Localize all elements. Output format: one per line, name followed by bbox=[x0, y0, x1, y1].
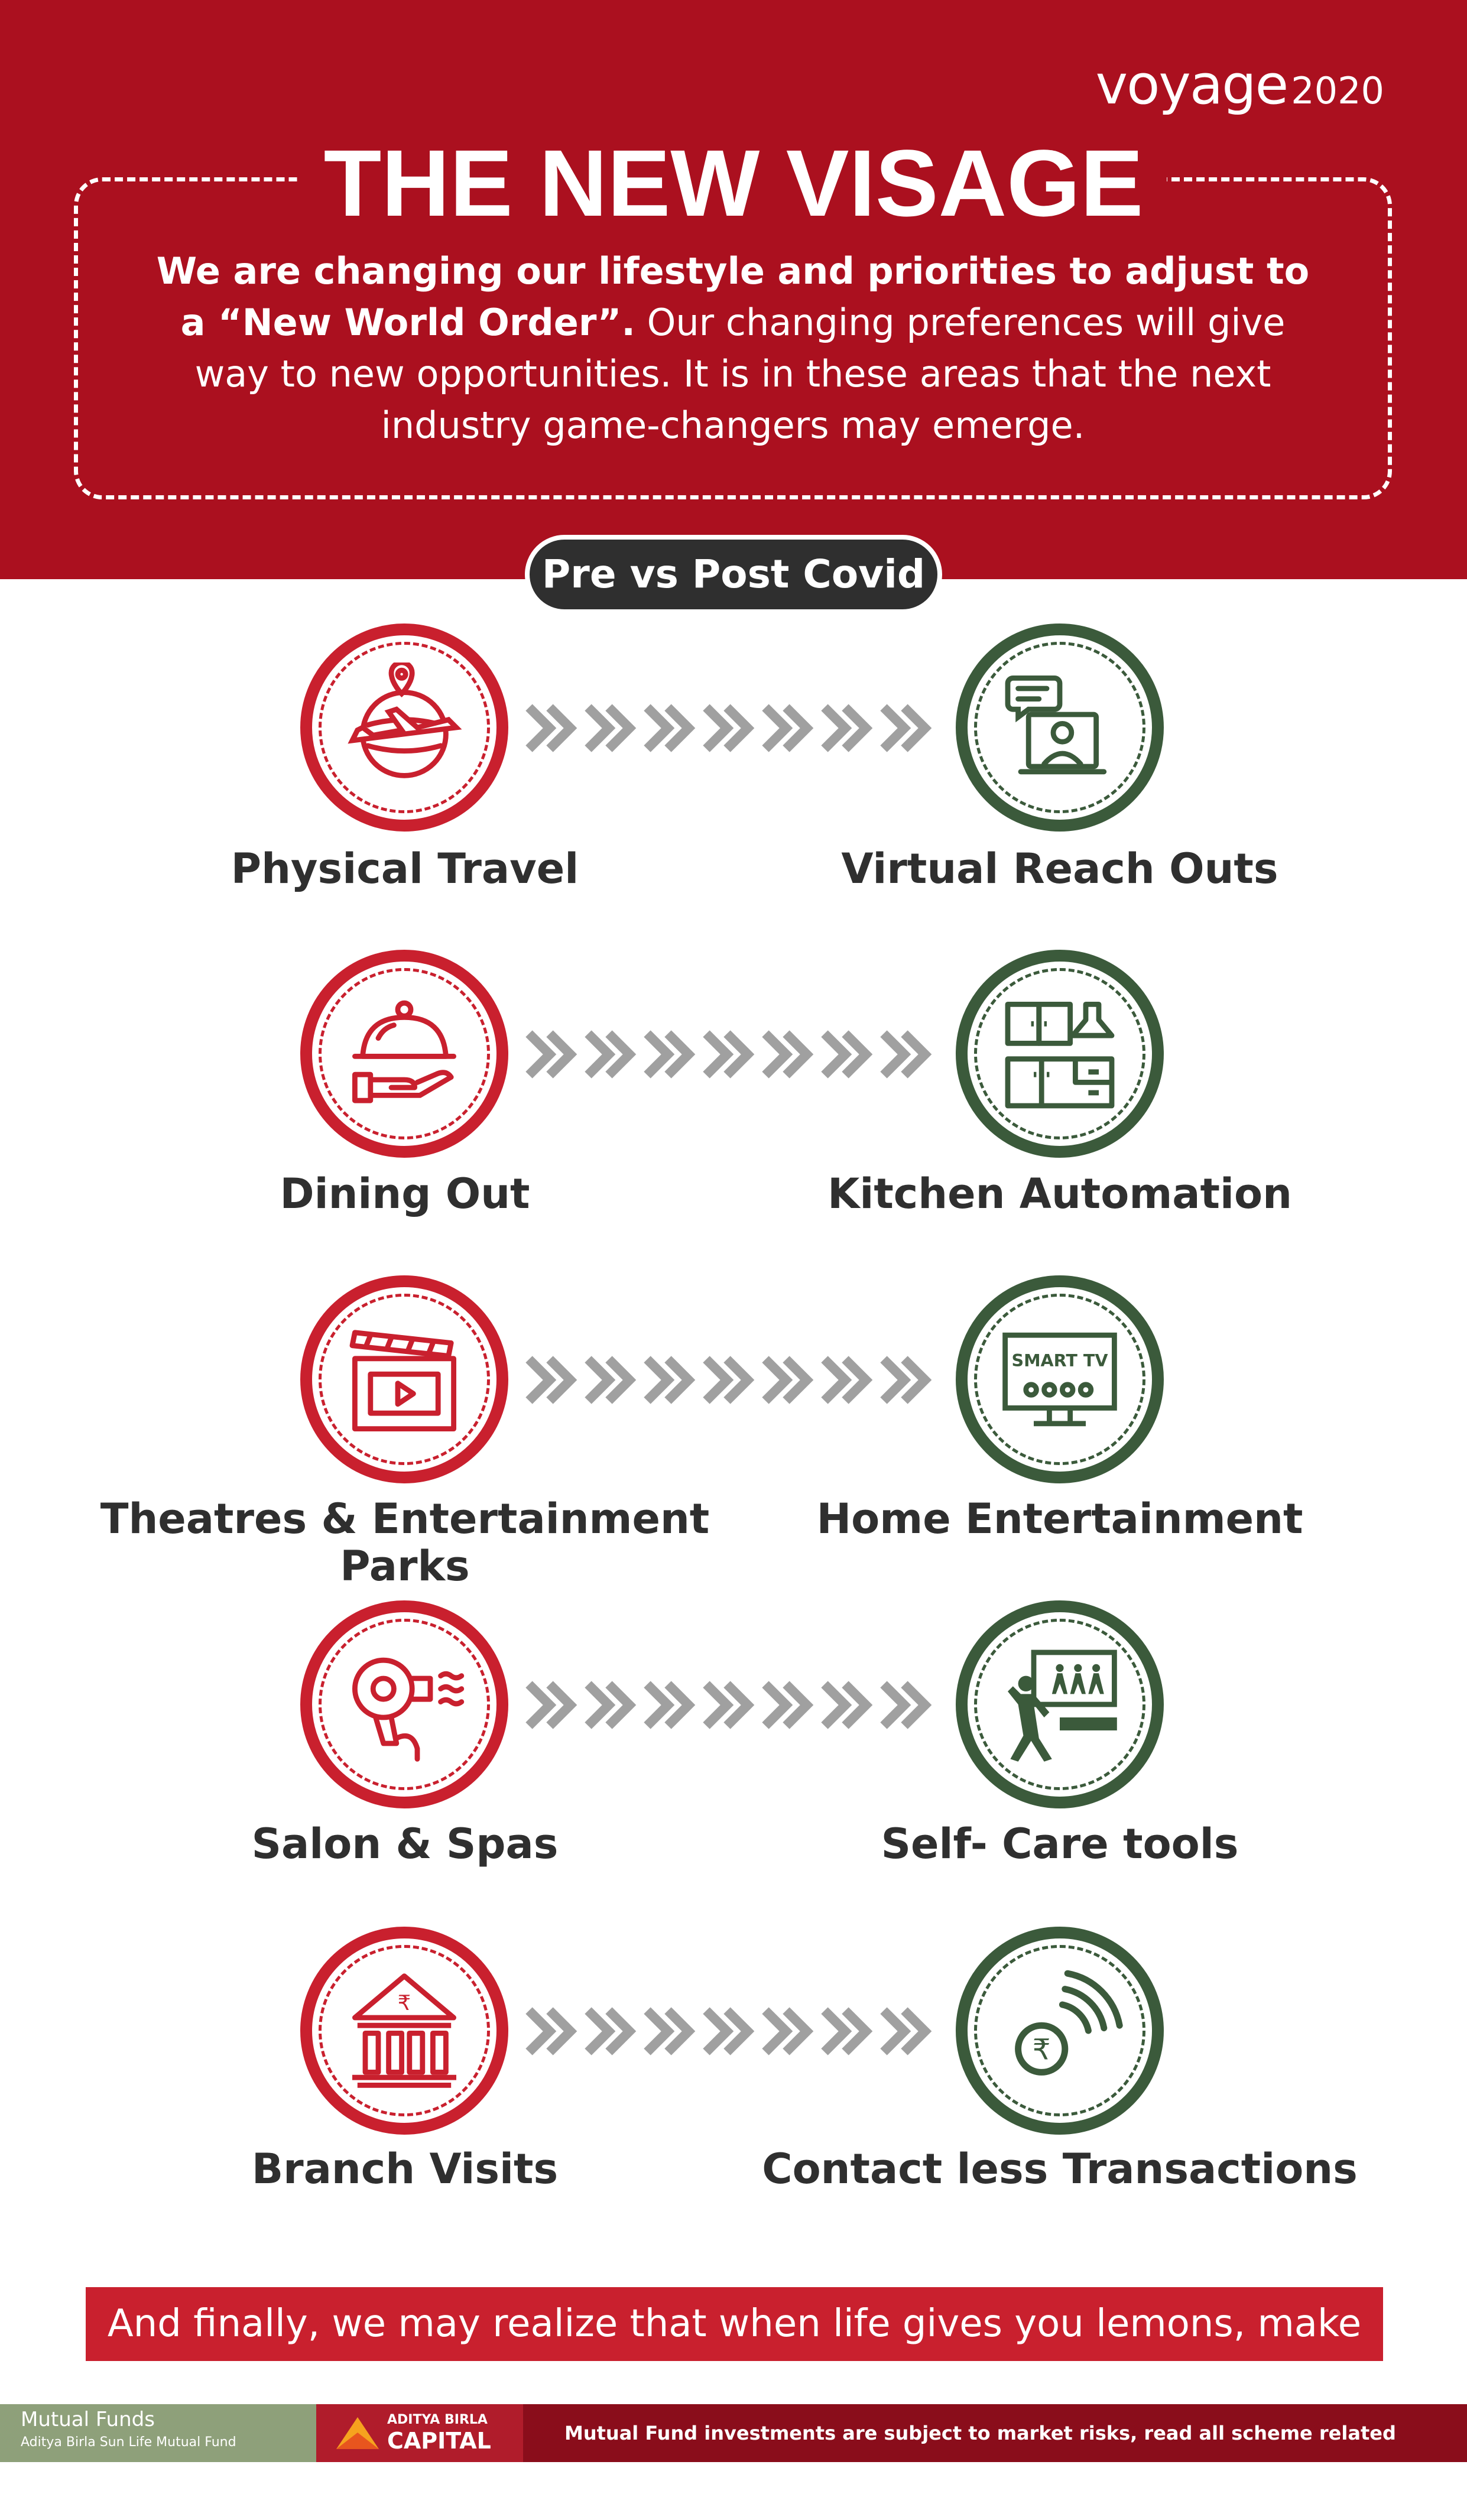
capital-logo-block: ADITYA BIRLA CAPITAL bbox=[316, 2404, 523, 2462]
hair-dryer-icon bbox=[352, 1657, 465, 1762]
post-label-4: Self- Care tools bbox=[881, 1820, 1239, 1868]
brand-logo: voyage2020 bbox=[1095, 53, 1384, 116]
home-workout-icon bbox=[1008, 1649, 1117, 1762]
kitchen-automation-circle bbox=[956, 950, 1164, 1158]
sun-logo-icon bbox=[336, 2417, 379, 2449]
pre-label-5: Branch Visits bbox=[251, 2145, 559, 2193]
salon-spas-circle bbox=[300, 1600, 508, 1808]
capital-big-text: CAPITAL bbox=[387, 2428, 491, 2454]
comparison-pill: Pre vs Post Covid bbox=[525, 535, 942, 614]
arrows-row-1 bbox=[525, 704, 932, 752]
post-label-1: Virtual Reach Outs bbox=[841, 845, 1278, 893]
arrows-row-4 bbox=[525, 1681, 932, 1729]
post-label-5: Contact less Transactions bbox=[762, 2145, 1358, 2193]
dining-out-circle bbox=[300, 950, 508, 1158]
post-label-2: Kitchen Automation bbox=[827, 1170, 1292, 1218]
arrows-row-5 bbox=[525, 2007, 932, 2055]
globe-plane-icon bbox=[348, 663, 462, 778]
disclaimer-text: Mutual Fund investments are subject to m… bbox=[523, 2404, 1467, 2502]
closing-banner: And finally, we may realize that when li… bbox=[86, 2287, 1383, 2420]
capital-small-text: ADITYA BIRLA bbox=[387, 2412, 488, 2427]
clapperboard-icon bbox=[349, 1330, 456, 1431]
cloche-hand-icon bbox=[352, 1000, 456, 1103]
video-call-icon bbox=[1005, 676, 1107, 775]
theatres-circle bbox=[300, 1275, 508, 1483]
self-care-tools-circle bbox=[956, 1600, 1164, 1808]
virtual-reach-outs-circle bbox=[956, 623, 1164, 832]
arrows-row-2 bbox=[525, 1030, 932, 1079]
bank-building-icon: ₹ bbox=[352, 1973, 456, 2088]
footer: Mutual Funds Aditya Birla Sun Life Mutua… bbox=[0, 2404, 1467, 2502]
home-entertainment-circle: SMART TV bbox=[956, 1275, 1164, 1483]
branch-visits-circle: ₹ bbox=[300, 1927, 508, 2135]
kitchen-cabinets-icon bbox=[1005, 1002, 1115, 1109]
smart-tv-icon: SMART TV bbox=[1002, 1332, 1117, 1427]
pre-label-4: Salon & Spas bbox=[251, 1820, 559, 1868]
page-title: THE NEW VISAGE bbox=[0, 133, 1467, 233]
smart-tv-text: SMART TV bbox=[1011, 1350, 1108, 1371]
svg-text:₹: ₹ bbox=[1033, 2033, 1051, 2066]
mutual-funds-subtitle: Aditya Birla Sun Life Mutual Fund bbox=[21, 2435, 236, 2450]
mutual-funds-title: Mutual Funds bbox=[21, 2408, 155, 2431]
mutual-funds-block: Mutual Funds Aditya Birla Sun Life Mutua… bbox=[0, 2404, 316, 2462]
physical-travel-circle bbox=[300, 623, 508, 832]
arrows-row-3 bbox=[525, 1356, 932, 1404]
pre-label-3: Theatres & Entertainment Parks bbox=[100, 1495, 710, 1590]
pre-label-2: Dining Out bbox=[280, 1170, 530, 1218]
contactless-rupee-icon: ₹ bbox=[1015, 1970, 1123, 2076]
post-label-3: Home Entertainment bbox=[816, 1495, 1303, 1543]
contactless-transactions-circle: ₹ bbox=[956, 1927, 1164, 2135]
svg-text:₹: ₹ bbox=[398, 1991, 411, 2015]
header-background bbox=[0, 0, 1467, 579]
intro-text: We are changing our lifestyle and priori… bbox=[156, 249, 1310, 447]
pre-label-1: Physical Travel bbox=[231, 845, 579, 893]
